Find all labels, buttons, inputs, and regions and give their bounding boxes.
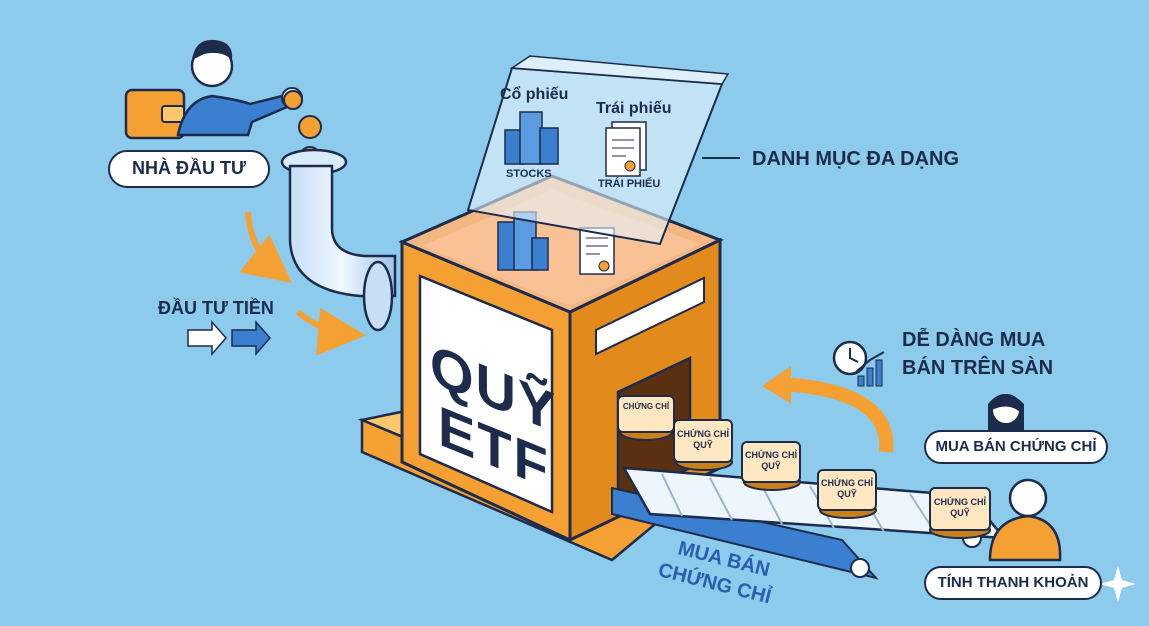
certificate-label: CHỨNG CHỈ — [618, 402, 674, 412]
easy-trade-line1: DỄ DÀNG MUA — [902, 329, 1046, 351]
building-icon — [504, 111, 559, 165]
certificate-line1: CHỨNG CHỈ — [622, 402, 670, 411]
stocks-caption: STOCKS — [506, 168, 552, 180]
person-icon — [988, 394, 1024, 430]
easy-trade-label: DỄ DÀNG MUA BÁN TRÊN SÀN — [902, 326, 1053, 382]
building-icon — [497, 211, 549, 271]
buy-sell-certificate-label: MUA BÁN CHỨNG CHỈ — [924, 430, 1108, 464]
sparkle-icon — [1100, 566, 1136, 602]
invest-money-label: ĐẦU TƯ TIỀN — [158, 298, 274, 318]
etf-fund-box — [398, 174, 724, 543]
portfolio-label: DANH MỤC ĐA DẠNG — [752, 148, 960, 170]
money-arrow-icon — [187, 320, 227, 356]
person-icon — [988, 478, 1062, 562]
certificate-stack — [617, 395, 991, 539]
certificate-line1: CHỨNG CHỈ — [934, 497, 986, 507]
certificate-line1: CHỨNG CHỈ — [745, 450, 797, 460]
stocks-title: Cổ phiếu — [500, 86, 569, 103]
investor-figure — [124, 39, 322, 168]
bonds-caption: TRÁI PHIẾU — [598, 178, 661, 190]
flow-arrow — [296, 307, 366, 356]
pipe-icon — [280, 148, 397, 332]
certificate-line2: QUỸ — [950, 508, 970, 518]
clock-chart-icon — [832, 340, 885, 387]
document-icon — [605, 121, 647, 177]
certificate-line2: QUỸ — [837, 489, 857, 499]
return-arrow — [779, 377, 894, 453]
bonds-title: Trái phiếu — [596, 100, 672, 117]
certificate-line2: QUỸ — [693, 440, 713, 450]
money-arrow-icon — [231, 320, 271, 356]
investor-label: NHÀ ĐẦU TƯ — [108, 150, 270, 188]
easy-trade-line2: BÁN TRÊN SÀN — [902, 357, 1054, 379]
certificate-line1: CHỨNG CHỈ — [821, 478, 873, 488]
flow-arrow — [239, 211, 293, 284]
etf-label-panel — [418, 274, 554, 514]
certificate-line2: QUỸ — [761, 461, 781, 471]
liquidity-label: TÍNH THANH KHOẢN — [924, 566, 1102, 600]
certificate-line1: CHỨNG CHỈ — [677, 429, 729, 439]
